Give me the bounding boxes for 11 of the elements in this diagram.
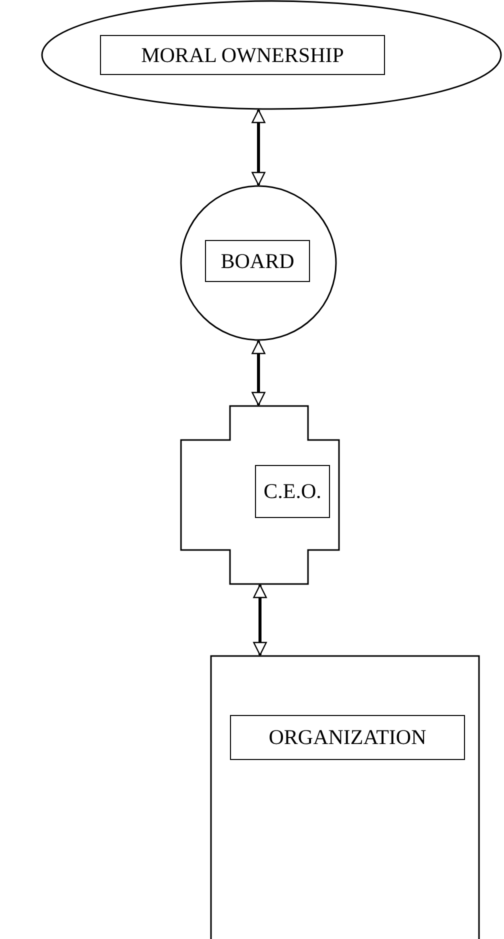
double-arrow bbox=[252, 109, 266, 186]
circle-shape bbox=[180, 185, 337, 341]
ellipse-shape bbox=[41, 0, 502, 110]
cross-shape bbox=[180, 405, 340, 585]
label-box: ORGANIZATION bbox=[230, 715, 465, 760]
double-arrow bbox=[252, 340, 266, 406]
double-arrow bbox=[253, 584, 267, 656]
label-box: BOARD bbox=[205, 240, 310, 282]
label-box: MORAL OWNERSHIP bbox=[100, 35, 385, 75]
label-box: C.E.O. bbox=[255, 465, 330, 518]
rectangle-frame bbox=[210, 655, 480, 939]
